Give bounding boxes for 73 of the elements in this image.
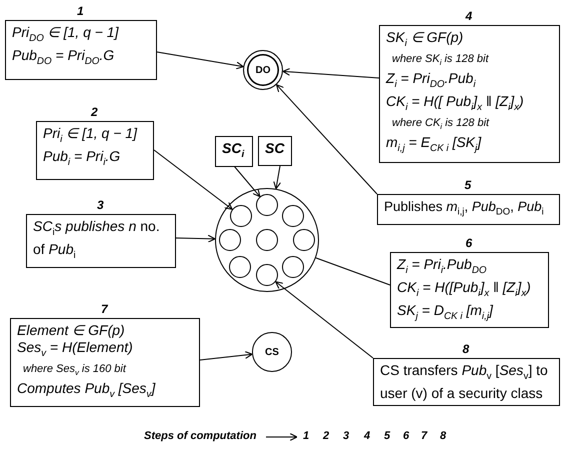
formula-text: SC [265, 140, 285, 157]
step-number: 2 [323, 430, 330, 442]
node-label: DO [256, 64, 270, 78]
formula-text: Z$_{i}$ = Pri$_{DO}$.Pub$_{i}$ [386, 70, 477, 92]
note-text: where Ses$_{v}$ is 160 bit [22, 362, 128, 379]
arrow [282, 68, 380, 78]
formula-text: SK$_{j}$ = D$_{CK i}$ [m$_{i,j}$] [397, 302, 494, 324]
step-number: 2 [91, 105, 98, 119]
circle-node [282, 256, 304, 278]
formula-text: CK$_{i}$ = H([Pub$_{i}$]$_{x}$ ‖ [Z$_{i}$]$_{x}$) [397, 278, 532, 301]
connector-line [315, 257, 390, 286]
step-number: 1 [77, 4, 84, 18]
step-number: 7 [101, 302, 108, 316]
formula-text: SC$_{i}$s publishes n no. of Pub$_{i}$ [33, 218, 161, 263]
formula-text: Pub$_{DO}$ = Pri$_{DO}$.G [12, 46, 116, 69]
process-box [36, 121, 154, 180]
step-number: 3 [343, 430, 350, 442]
circle-node [256, 264, 278, 286]
process-box [379, 25, 560, 163]
step-number: 6 [466, 236, 472, 250]
formula-text: Pub$_{i}$ = Pri$_{i}$.G [43, 148, 122, 170]
step-number: 4 [364, 430, 370, 442]
arrow [276, 84, 378, 194]
node-label: CS [265, 346, 279, 360]
circle-node [228, 256, 250, 278]
process-box [377, 194, 560, 225]
circle-node [256, 228, 278, 250]
formula-text: Pri$_{DO}$ ∈ [1, q − 1] [12, 24, 120, 46]
arrow [234, 166, 260, 198]
formula-text: Publishes m$_{i,j}$, Pub$_{DO}$, Pub$_{i}$ [384, 198, 545, 220]
axis-label: Steps of computation [144, 430, 256, 442]
formula-text: Computes Pub$_{v}$ [Ses$_{v}$] [17, 380, 156, 402]
arrow [200, 350, 253, 360]
note-text: where CK$_{i}$ is 128 bit [391, 116, 490, 133]
arrow [275, 281, 374, 358]
arrow [154, 150, 233, 210]
step-number: 4 [466, 9, 472, 23]
step-number: 8 [462, 342, 470, 356]
arrow [273, 166, 282, 190]
formula-text: Pri$_{i}$ ∈ [1, q − 1] [43, 125, 138, 147]
process-box [215, 136, 253, 167]
formula-text: Ses$_{v}$ = H(Element) [17, 339, 134, 361]
process-box [5, 20, 157, 80]
note-text: where SK$_{i}$ is 128 bit [391, 52, 490, 69]
circle-node [215, 188, 319, 292]
formula-text: SK$_{i}$ ∈ GF(p) [386, 29, 464, 51]
formula-text: SC$_{i}$ [222, 140, 246, 162]
circle-node [292, 228, 314, 250]
double-circle-node [243, 50, 283, 90]
step-number: 7 [421, 430, 428, 442]
formula-text: m$_{i,j}$ = E$_{CK i}$ [SK$_{j}$] [386, 134, 482, 156]
circle-node [252, 332, 292, 372]
formula-text: CK$_{i}$ = H([ Pub$_{i}$]$_{x}$ ‖ [Z$_{i}$]$_{x}$) [386, 92, 525, 115]
step-number: 5 [384, 430, 390, 442]
circle-node [230, 204, 252, 226]
process-box [373, 358, 560, 406]
formula-text: Element ∈ GF(p) [17, 322, 126, 339]
formula-text: Z$_{i}$ = Pri$_{i}$.Pub$_{DO}$ [397, 256, 488, 278]
step-number: 8 [440, 430, 446, 442]
step-number: 1 [303, 430, 310, 442]
circle-node [256, 194, 278, 216]
step-number: 3 [97, 198, 104, 212]
process-box [26, 214, 176, 268]
step-number: 5 [464, 178, 472, 192]
process-box [10, 318, 200, 407]
circle-node [218, 228, 240, 250]
arrow [176, 234, 216, 243]
step-number: 6 [403, 430, 410, 442]
process-box [258, 136, 292, 166]
circle-node [282, 204, 304, 226]
process-box [390, 252, 549, 328]
formula-text: CS transfers Pub$_{v}$ [Ses$_{v}$] to user (v) of a security class [380, 362, 549, 402]
arrow [156, 52, 244, 70]
